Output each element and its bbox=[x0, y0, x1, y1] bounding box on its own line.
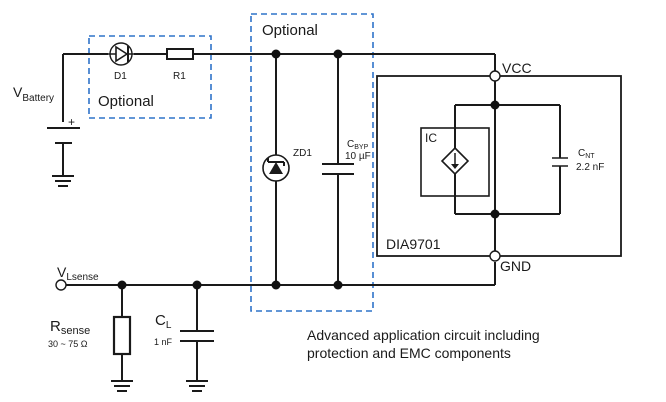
vlsense-sub: Lsense bbox=[66, 272, 99, 283]
cl-main: C bbox=[155, 312, 166, 329]
cl-sub: L bbox=[166, 320, 172, 331]
rsense-main: R bbox=[50, 318, 61, 335]
d1-label: D1 bbox=[114, 71, 127, 82]
battery bbox=[47, 127, 80, 176]
cnt-label: CNT bbox=[578, 148, 595, 160]
cnt-sub: NT bbox=[585, 153, 595, 160]
ground-rsense bbox=[111, 380, 133, 392]
optional-label-left: Optional bbox=[98, 93, 154, 110]
capacitor-cnt bbox=[552, 157, 568, 167]
cl-label: CL bbox=[155, 312, 172, 331]
junction-dot bbox=[333, 49, 343, 59]
rsense-label: Rsense bbox=[50, 318, 90, 337]
optional-box-left bbox=[88, 35, 212, 119]
cnt-value: 2.2 nF bbox=[576, 162, 604, 173]
cnt-main: C bbox=[578, 148, 585, 159]
v-battery-main: V bbox=[13, 84, 23, 100]
gnd-pin bbox=[489, 250, 501, 262]
cbyp-value: 10 µF bbox=[345, 151, 371, 162]
ground-battery bbox=[52, 175, 74, 187]
optional-box-center bbox=[250, 13, 374, 312]
v-battery-sub: Battery bbox=[22, 93, 54, 104]
top-rail bbox=[62, 53, 496, 122]
chip-name-label: DIA9701 bbox=[386, 236, 441, 252]
current-source bbox=[440, 146, 470, 176]
vcc-label: VCC bbox=[502, 60, 532, 76]
r1-label: R1 bbox=[173, 71, 186, 82]
battery-plus-label: + bbox=[68, 115, 75, 129]
vlsense-main: V bbox=[57, 264, 67, 280]
vlsense-terminal bbox=[55, 279, 67, 291]
junction-dot bbox=[271, 280, 281, 290]
zd1-label: ZD1 bbox=[293, 148, 312, 159]
zener-zd1 bbox=[262, 54, 290, 285]
junction-dot bbox=[117, 280, 127, 290]
rsense-sub: sense bbox=[61, 325, 90, 337]
chip-internal-wiring bbox=[454, 81, 561, 251]
gnd-label: GND bbox=[500, 258, 531, 274]
ground-cl bbox=[186, 380, 208, 392]
junction-dot bbox=[490, 100, 500, 110]
junction-dot bbox=[490, 209, 500, 219]
caption-line-2: protection and EMC components bbox=[307, 345, 511, 361]
junction-dot bbox=[192, 280, 202, 290]
cbyp-main: C bbox=[347, 139, 354, 150]
optional-label-top: Optional bbox=[262, 22, 318, 39]
resistor-r1 bbox=[166, 48, 194, 60]
cbyp-sub: BYP bbox=[354, 144, 368, 151]
rsense-value: 30 ~ 75 Ω bbox=[48, 339, 88, 349]
vcc-pin bbox=[489, 70, 501, 82]
caption-line-1: Advanced application circuit including bbox=[307, 327, 540, 343]
junction-dot bbox=[271, 49, 281, 59]
ic-block bbox=[420, 127, 490, 197]
capacitor-cbyp bbox=[322, 54, 354, 285]
v-battery-label: VBattery bbox=[13, 84, 54, 104]
cbyp-label: CBYP bbox=[347, 139, 369, 151]
diode-d1 bbox=[108, 42, 134, 66]
resistor-rsense bbox=[112, 285, 132, 381]
ic-label: IC bbox=[425, 131, 437, 145]
vlsense-label: VLsense bbox=[57, 264, 99, 283]
bottom-rail bbox=[66, 262, 496, 286]
junction-dot bbox=[333, 280, 343, 290]
cl-value: 1 nF bbox=[154, 337, 173, 347]
capacitor-cl bbox=[180, 285, 214, 381]
